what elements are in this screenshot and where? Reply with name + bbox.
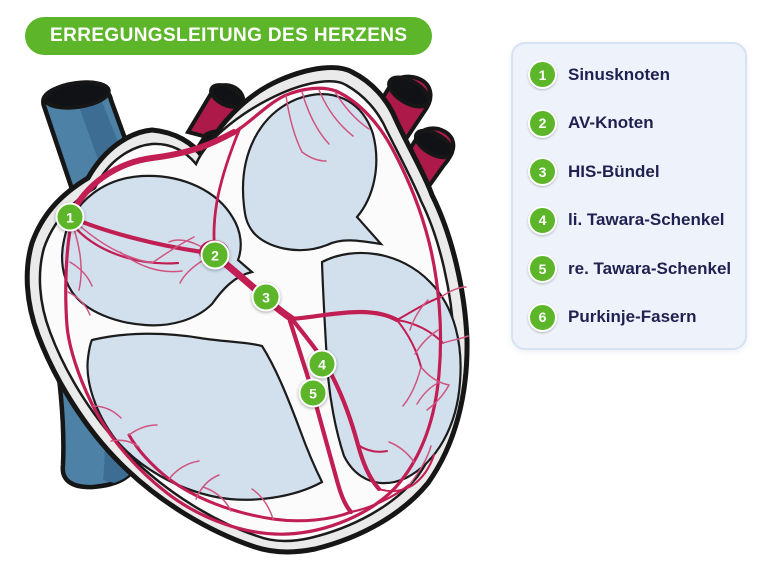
pulmonary-vessel-right-1-opening (387, 75, 431, 109)
heart-marker-5: 5 (298, 378, 328, 408)
legend-item-label: HIS-Bündel (568, 161, 660, 181)
legend-number-badge: 4 (528, 205, 557, 235)
legend-item-label: li. Tawara-Schenkel (568, 210, 725, 230)
wall-fiber (388, 441, 415, 463)
lv-bottom-branch (349, 483, 411, 514)
legend-number-badge: 2 (528, 108, 557, 138)
purkinje-twig (442, 335, 469, 344)
atrial-fiber (151, 236, 195, 264)
heart-marker-4: 4 (307, 349, 337, 379)
purkinje-twig (195, 474, 220, 500)
purkinje-twig (251, 488, 274, 520)
legend-item-label: AV-Knoten (568, 113, 654, 133)
legend-item-label: re. Tawara-Schenkel (568, 258, 732, 278)
heart-marker-3: 3 (251, 282, 281, 312)
purkinje-twig (128, 424, 158, 436)
wall-fiber (416, 381, 441, 405)
legend-panel: 1 Sinusknoten 2 AV-Knoten 3 HIS-Bündel 4… (511, 42, 747, 350)
legend-number-badge: 5 (528, 254, 557, 284)
purkinje-twig (402, 366, 422, 407)
atrial-fiber (301, 151, 327, 162)
legend-item-label: Purkinje-Fasern (568, 307, 697, 327)
av-node-fiber (168, 239, 201, 247)
atrial-fiber (318, 89, 354, 137)
legend-item-purkinje-fasern: 6 Purkinje-Fasern (528, 302, 735, 332)
right-bundle-apex-loop (127, 433, 353, 523)
purkinje-twig (420, 366, 450, 386)
atrial-fiber (334, 91, 370, 130)
legend-item-his-buendel: 3 HIS-Bündel (528, 157, 735, 187)
purkinje-branch (396, 319, 422, 368)
left-atrium-chamber (241, 93, 384, 252)
legend-item-re-tawara-schenkel: 5 re. Tawara-Schenkel (528, 254, 735, 284)
wall-fiber (67, 291, 91, 316)
purkinje-branch (396, 296, 442, 321)
wall-fiber (110, 439, 140, 448)
legend-number-badge: 3 (528, 157, 557, 187)
purkinje-branch (357, 444, 388, 453)
av-node-fiber (179, 260, 203, 284)
atrial-fiber (301, 91, 330, 145)
pulmonary-vessel-right-2-opening (413, 128, 455, 160)
internodal-path-lower (70, 222, 180, 265)
right-tawara-branch (287, 318, 354, 515)
purkinje-twig (440, 286, 467, 298)
wall-fiber (69, 261, 93, 287)
sinus-node-atrial-path (67, 129, 237, 220)
subendocardial-fiber-ring (64, 86, 443, 536)
legend-number-badge: 1 (528, 60, 557, 89)
legend-item-av-knoten: 2 AV-Knoten (528, 108, 735, 138)
heart-marker-1: 1 (55, 202, 85, 232)
heart-marker-2: 2 (200, 240, 230, 270)
atrial-fiber (285, 95, 303, 153)
wall-fiber (409, 299, 429, 331)
superior-vena-cava-opening (43, 80, 111, 110)
page-title: ERREGUNGSLEITUNG DES HERZENS (50, 25, 408, 46)
purkinje-branch (396, 319, 444, 344)
atrial-fiber (119, 251, 183, 273)
left-bundle-horizontal (289, 309, 400, 323)
purkinje-branch (378, 454, 435, 493)
legend-item-label: Sinusknoten (568, 64, 671, 84)
legend-number-badge: 6 (528, 302, 557, 332)
wall-fiber (414, 329, 439, 355)
title-badge: ERREGUNGSLEITUNG DES HERZENS (25, 17, 433, 55)
purkinje-twig (426, 384, 450, 411)
purkinje-twig (168, 460, 200, 480)
legend-item-sinusknoten: 1 Sinusknoten (528, 60, 735, 89)
purkinje-twig (202, 486, 232, 512)
left-tawara-branch (289, 316, 382, 492)
wall-fiber (409, 445, 432, 485)
wall-fiber (92, 405, 122, 419)
legend-item-li-tawara-schenkel: 4 li. Tawara-Schenkel (528, 205, 735, 235)
interatrial-path (212, 126, 242, 252)
